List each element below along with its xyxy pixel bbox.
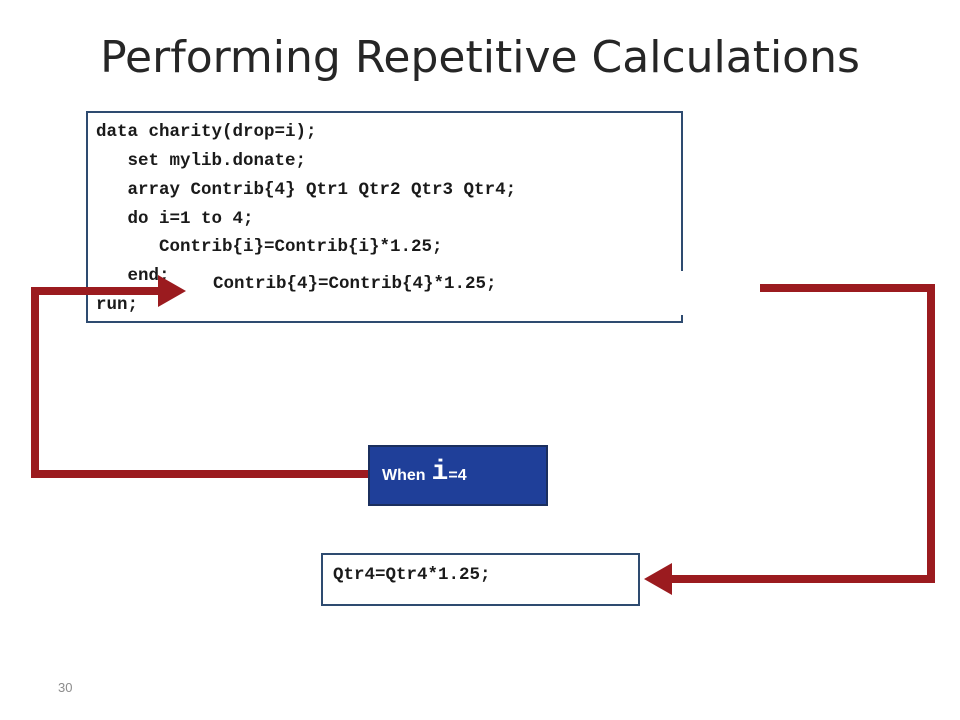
iteration-value: =4 xyxy=(448,466,467,484)
right-loop-arrowhead xyxy=(644,563,672,595)
iteration-label: When i =4 xyxy=(368,445,548,506)
result-statement: Qtr4=Qtr4*1.25; xyxy=(333,565,491,585)
code-line-3: array Contrib{4} Qtr1 Qtr2 Qtr3 Qtr4; xyxy=(96,180,517,200)
page-number: 30 xyxy=(58,680,73,695)
code-line-4: do i=1 to 4; xyxy=(96,209,254,229)
iteration-prefix: When xyxy=(382,466,426,484)
code-line-7: run; xyxy=(96,295,139,315)
resolved-statement: Contrib{4}=Contrib{4}*1.25; xyxy=(213,274,497,294)
code-line-2: set mylib.donate; xyxy=(96,151,307,171)
slide-title: Performing Repetitive Calculations xyxy=(100,32,860,83)
right-loop-arrow-line xyxy=(672,284,935,583)
result-box: Qtr4=Qtr4*1.25; xyxy=(321,553,640,606)
left-loop-arrow-line xyxy=(31,287,368,478)
iteration-variable: i xyxy=(431,457,449,488)
left-loop-arrowhead xyxy=(158,275,186,307)
code-block: data charity(drop=i); set mylib.donate; … xyxy=(86,111,683,323)
resolved-statement-overlay xyxy=(190,271,688,315)
code-line-5: Contrib{i}=Contrib{i}*1.25; xyxy=(96,237,443,257)
code-line-1: data charity(drop=i); xyxy=(96,122,317,142)
